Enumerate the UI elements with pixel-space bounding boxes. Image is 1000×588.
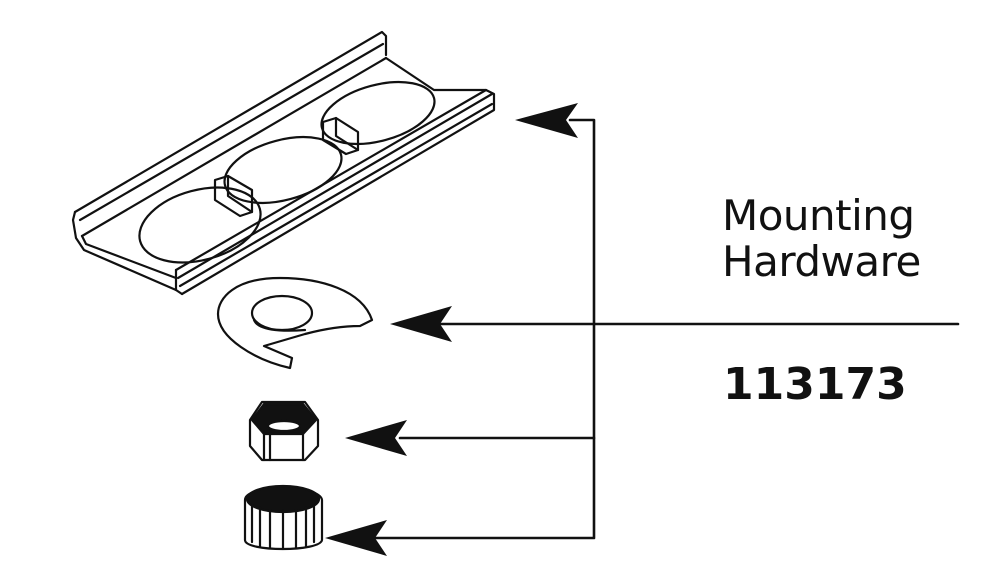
hex-nut (248, 400, 320, 462)
part-label: Mounting Hardware (722, 193, 921, 285)
c-washer (216, 276, 374, 370)
arrowheads (325, 103, 578, 556)
arrow-to-washer-icon (390, 306, 452, 342)
part-label-line1: Mounting (722, 191, 915, 240)
arrow-to-knurled-nut-icon (325, 520, 387, 556)
leader-lines (360, 118, 960, 540)
arrow-to-bracket-icon (515, 103, 578, 138)
knurled-coupling-nut (243, 484, 324, 551)
part-label-line2: Hardware (722, 237, 921, 286)
part-number: 113173 (723, 359, 907, 410)
mounting-bracket (71, 30, 496, 296)
arrow-to-hexnut-icon (345, 420, 407, 456)
